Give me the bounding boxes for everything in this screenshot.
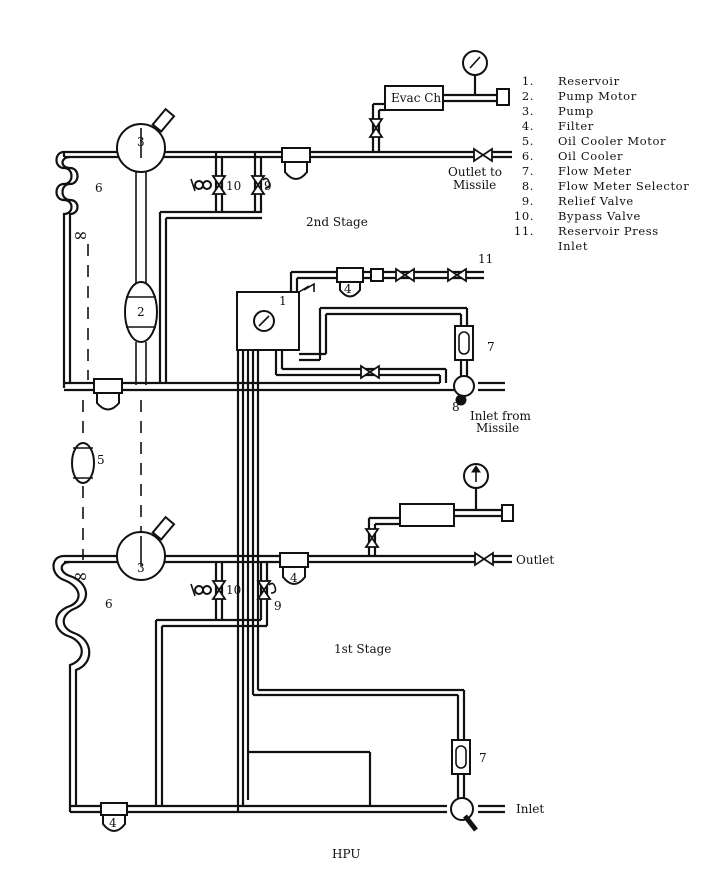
callout-9-upper: 9 [264, 179, 272, 193]
flow-meter-1st-stage [451, 739, 471, 775]
callout-10-upper: 10 [226, 179, 241, 193]
callout-11: 11 [478, 252, 493, 266]
relief-valve-2nd-stage [251, 175, 265, 195]
callout-7-lower: 7 [479, 751, 487, 765]
callout-3-upper: 3 [137, 135, 145, 149]
flow-meter-2nd-stage [454, 325, 474, 361]
chamber-1st-stage [399, 503, 455, 527]
legend-item-flow-meter-selector: Flow Meter Selector [558, 179, 689, 193]
legend-item-reservoir-press-inlet: Inlet [558, 239, 588, 253]
oil-cooler-1st-stage [52, 554, 83, 812]
evac-chamber [384, 85, 444, 111]
callout-6-lower: 6 [105, 597, 113, 611]
callout-3-lower: 3 [137, 561, 145, 575]
legend-item-flow-meter: Flow Meter [558, 164, 632, 178]
evac-label: Evac Ch [391, 91, 441, 105]
legend-item-filter: Filter [558, 119, 594, 133]
outlet-to-missile-label-2: Missile [453, 178, 496, 192]
filter-2nd-stage-return [93, 378, 123, 394]
pump-1st-stage-shaft [151, 515, 176, 541]
flow-meter-selector-1st-stage [450, 797, 474, 821]
legend-num-6: 6. [522, 149, 534, 163]
legend-item-relief-valve: Relief Valve [558, 194, 634, 208]
callout-4-return: 4 [109, 816, 117, 830]
oil-cooler-motor-assembly [71, 400, 142, 560]
legend-num-2: 2. [522, 89, 534, 103]
legend-item-pump: Pump [558, 104, 594, 118]
callout-4-reservoir: 4 [344, 282, 352, 296]
pump-2nd-stage-shaft [151, 107, 176, 133]
relief-valve-1st-stage [257, 580, 271, 600]
legend-item-reservoir: Reservoir [558, 74, 620, 88]
labels: Evac Ch Outlet to Missile 2nd Stage 1st … [95, 91, 554, 861]
legend-num-10: 10. [514, 209, 534, 223]
callout-7-upper: 7 [487, 340, 495, 354]
oil-cooler-motor [71, 442, 95, 484]
reservoir-bypass-valve [360, 365, 380, 379]
filter-1st-stage-main [279, 552, 309, 568]
filter-2nd-stage-main [281, 147, 311, 163]
callout-10-lower: 10 [226, 583, 241, 597]
callout-5: 5 [97, 453, 105, 467]
legend-item-oil-cooler: Oil Cooler [558, 149, 623, 163]
callout-8: 8 [452, 400, 460, 414]
inlet-label: Inlet [516, 802, 544, 816]
legend-num-8: 8. [522, 179, 534, 193]
legend-num-3: 3. [522, 104, 534, 118]
callout-9-lower: 9 [274, 599, 282, 613]
first-stage-label: 1st Stage [334, 642, 391, 656]
legend-item-pump-motor: Pump Motor [558, 89, 637, 103]
outlet-label: Outlet [516, 553, 554, 567]
chamber-valve-1st-stage [365, 528, 379, 548]
callout-1: 1 [279, 294, 287, 308]
hpu-caption: HPU [332, 847, 360, 861]
legend-num-7: 7. [522, 164, 534, 178]
reservoir-press-valve-2 [447, 268, 467, 282]
second-stage-label: 2nd Stage [306, 215, 368, 229]
legend: 1. Reservoir 2. Pump Motor 3. Pump 4. Fi… [514, 74, 689, 253]
legend-num-11: 11. [514, 224, 534, 238]
outlet-valve-1st-stage [474, 552, 494, 566]
callout-6-upper: 6 [95, 181, 103, 195]
fan-2nd-stage-icon: ∞ [73, 225, 88, 246]
callout-2: 2 [137, 305, 145, 319]
fan-1st-stage-icon: ∞ [73, 566, 88, 587]
filter-reservoir-press [336, 267, 364, 283]
legend-item-reservoir-press: Reservoir Press [558, 224, 659, 238]
inlet-from-missile-label-2: Missile [476, 421, 519, 435]
first-stage-circuit: ∞ [52, 463, 514, 832]
bypass-valve-2nd-stage [212, 175, 226, 195]
inlet-from-missile-label-1: Inlet from [470, 409, 531, 423]
outlet-to-missile-valve [473, 148, 493, 162]
evac-valve [369, 118, 383, 138]
legend-item-oil-cooler-motor: Oil Cooler Motor [558, 134, 666, 148]
filter-1st-stage-return [100, 802, 128, 816]
legend-num-9: 9. [522, 194, 534, 208]
legend-num-1: 1. [522, 74, 534, 88]
bypass-valve-1st-stage [212, 580, 226, 600]
oil-cooler-2nd-stage [55, 150, 73, 388]
second-stage-circuit: ∞ [55, 50, 512, 411]
callout-4-1st-stage: 4 [290, 571, 298, 585]
legend-num-5: 5. [522, 134, 534, 148]
reservoir-circuit [236, 267, 484, 812]
reservoir-press-valve-1 [395, 268, 415, 282]
flow-meter-selector-2nd-stage [453, 375, 475, 397]
legend-num-4: 4. [522, 119, 534, 133]
outlet-to-missile-label-1: Outlet to [448, 165, 502, 179]
legend-item-bypass-valve: Bypass Valve [558, 209, 641, 223]
